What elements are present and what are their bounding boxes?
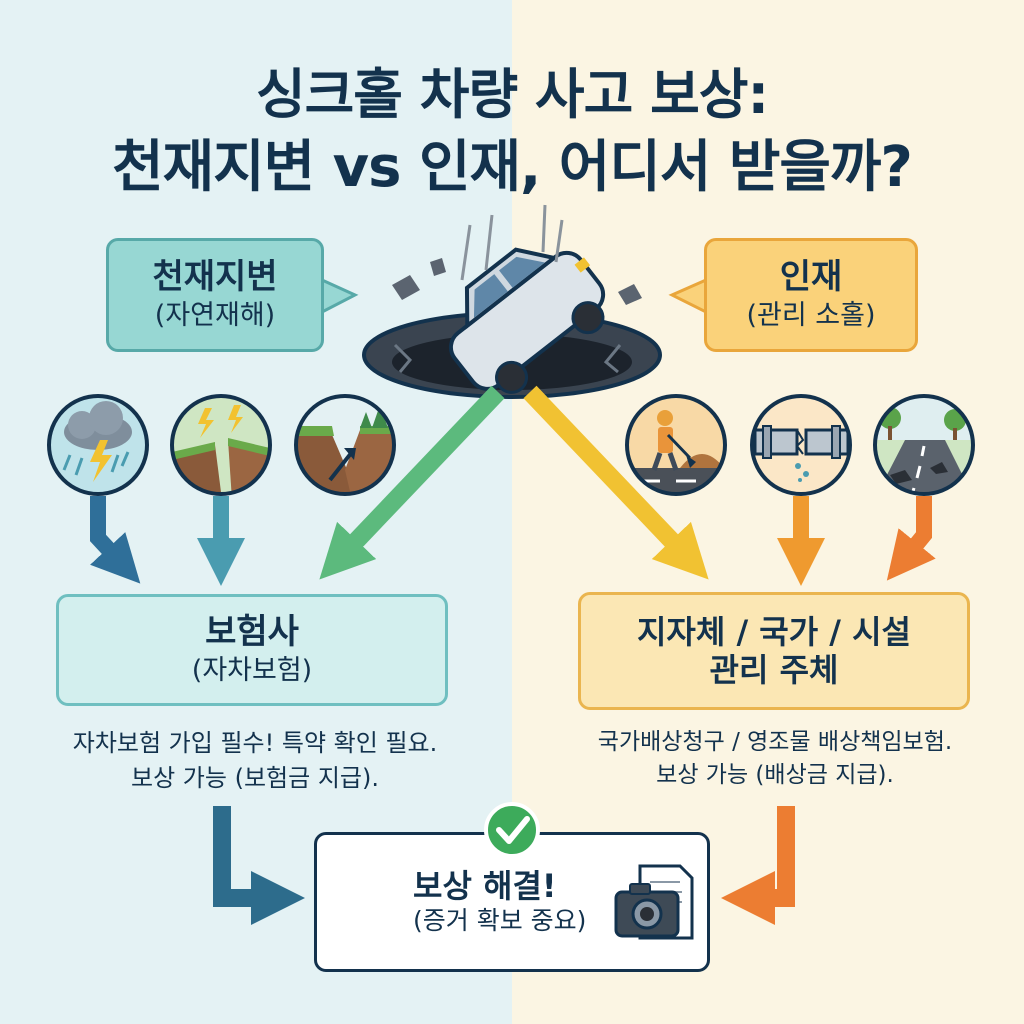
damaged-road-icon: [873, 394, 975, 496]
authority-label-line1: 지자체 / 국가 / 시설: [636, 612, 912, 651]
insurer-sub: (자차보험): [191, 654, 313, 686]
page-title-line1: 싱크홀 차량 사고 보상:: [255, 63, 769, 126]
authority-note: 국가배상청구 / 영조물 배상책임보험. 보상 가능 (배상금 지급).: [540, 726, 1010, 793]
resolution-box: 보상 해결! (증거 확보 중요): [314, 832, 710, 972]
insurer-label: 보험사: [205, 612, 299, 653]
insurer-box: 보험사 (자차보험): [56, 594, 448, 706]
bubble-tail-right: [668, 277, 708, 315]
authority-note-line1: 국가배상청구 / 영조물 배상책임보험.: [597, 729, 953, 755]
resolution-label: 보상 해결!: [413, 866, 557, 905]
earthquake-icon: [170, 394, 272, 496]
natural-disaster-sub: (자연재해): [154, 299, 276, 331]
thunderstorm-icon: [47, 394, 149, 496]
authority-box: 지자체 / 국가 / 시설 관리 주체: [578, 592, 970, 710]
man-made-label: 인재: [779, 257, 843, 298]
broken-pipe-icon: [750, 394, 852, 496]
arrow-car-to-authority: [523, 385, 709, 580]
authority-label-line2: 관리 주체: [709, 651, 839, 689]
arrow-car-to-insurer: [319, 385, 505, 580]
landslide-icon: [294, 394, 396, 496]
insurer-note-line2: 보상 가능 (보험금 지급).: [131, 763, 379, 792]
arrow-road-to-authority: [886, 496, 936, 581]
sinkhole-car-illustration: [362, 204, 662, 399]
page-title-line2: 천재지변 vs 인재, 어디서 받을까?: [112, 135, 913, 200]
natural-disaster-label: 천재지변: [152, 257, 278, 298]
insurer-note: 자차보험 가입 필수! 특약 확인 필요. 보상 가능 (보험금 지급).: [30, 726, 480, 796]
arrow-storm-to-insurer: [90, 496, 141, 584]
authority-note-line2: 보상 가능 (배상금 지급).: [656, 762, 894, 789]
insurer-note-line1: 자차보험 가입 필수! 특약 확인 필요.: [72, 729, 438, 757]
natural-disaster-box: 천재지변 (자연재해): [106, 238, 324, 352]
bubble-tail-left: [320, 277, 359, 315]
arrow-insurer-to-result: [213, 806, 305, 925]
man-made-box: 인재 (관리 소홀): [704, 238, 918, 352]
man-made-sub: (관리 소홀): [746, 299, 876, 331]
resolution-sub: (증거 확보 중요): [413, 905, 587, 935]
road-construction-worker-icon: [625, 394, 727, 496]
arrow-authority-to-result: [721, 806, 795, 925]
